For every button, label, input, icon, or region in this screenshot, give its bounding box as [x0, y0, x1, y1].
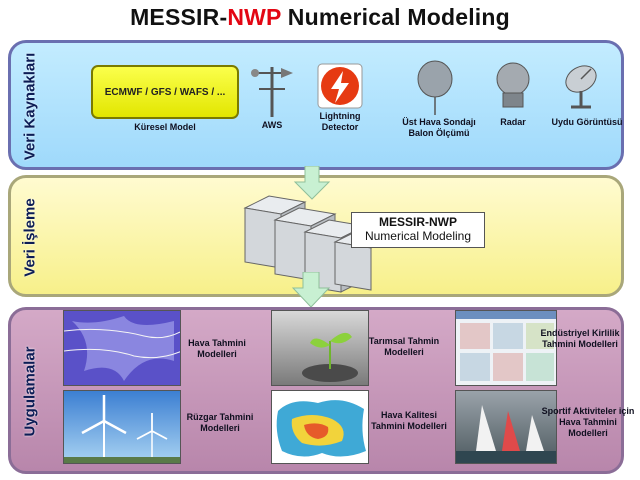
radar-icon — [493, 61, 533, 111]
app-agriculture-label: Tarımsal Tahmin Modelleri — [367, 336, 441, 358]
lightning-detector-icon — [317, 63, 363, 109]
app-air-quality-label: Hava Kalitesi Tahmini Modelleri — [363, 410, 455, 432]
global-model-caption: Küresel Model — [91, 122, 239, 132]
data-processing-panel: Veri İşleme MESSIR-NWP Numerical Modelin… — [8, 175, 624, 297]
app-weather-forecast-label: Hava Tahmini Modelleri — [177, 338, 257, 360]
page-title: MESSIR-NWP Numerical Modeling — [0, 4, 640, 31]
applications-side-label: Uygulamalar — [17, 314, 43, 469]
radar-label: Radar — [485, 117, 541, 127]
wind-thumbnail — [63, 390, 181, 464]
satellite-label: Uydu Görüntüsü — [547, 117, 627, 127]
processing-side-label: Veri İşleme — [17, 182, 43, 292]
title-prefix: MESSIR- — [130, 4, 227, 30]
messir-nwp-subtitle: Numerical Modeling — [352, 229, 484, 243]
messir-nwp-title: MESSIR-NWP — [352, 215, 484, 229]
wind-turbine-icon — [64, 391, 181, 464]
lightning-detector-label: Lightning Detector — [307, 111, 373, 133]
app-industrial-pollution-label: Endüstriyel Kirlilik Tahmini Modelleri — [525, 328, 635, 350]
data-sources-label: Veri Kaynakları — [22, 52, 39, 160]
weather-station-icon — [249, 59, 295, 119]
global-model-box: ECMWF / GFS / WAFS / ... — [91, 65, 239, 119]
satellite-dish-icon — [559, 61, 603, 111]
aws-label: AWS — [249, 120, 295, 130]
title-accent: NWP — [227, 4, 281, 30]
weather-balloon-icon — [415, 59, 455, 117]
processing-label: Veri İşleme — [22, 198, 39, 276]
data-sources-panel: Veri Kaynakları ECMWF / GFS / WAFS / ...… — [8, 40, 624, 170]
applications-panel: Uygulamalar Hava Tahmini Modelleri Tarım… — [8, 307, 624, 474]
global-model-text: ECMWF / GFS / WAFS / ... — [105, 87, 226, 98]
title-suffix: Numerical Modeling — [281, 4, 510, 30]
app-sports-label: Sportif Aktiviteler için Hava Tahmini Mo… — [541, 406, 635, 439]
seedling-icon — [272, 311, 369, 386]
air-quality-thumbnail — [271, 390, 369, 464]
agriculture-thumbnail — [271, 310, 369, 386]
weather-map-icon — [64, 311, 181, 386]
applications-label: Uygulamalar — [22, 346, 39, 436]
radiosonde-label: Üst Hava Sondajı Balon Ölçümü — [391, 117, 487, 139]
air-quality-map-icon — [272, 391, 369, 464]
weather-forecast-thumbnail — [63, 310, 181, 386]
arrow-down-icon — [291, 272, 331, 308]
data-sources-side-label: Veri Kaynakları — [17, 47, 43, 165]
app-wind-label: Rüzgar Tahmini Modelleri — [177, 412, 263, 434]
messir-nwp-box: MESSIR-NWP Numerical Modeling — [351, 212, 485, 248]
